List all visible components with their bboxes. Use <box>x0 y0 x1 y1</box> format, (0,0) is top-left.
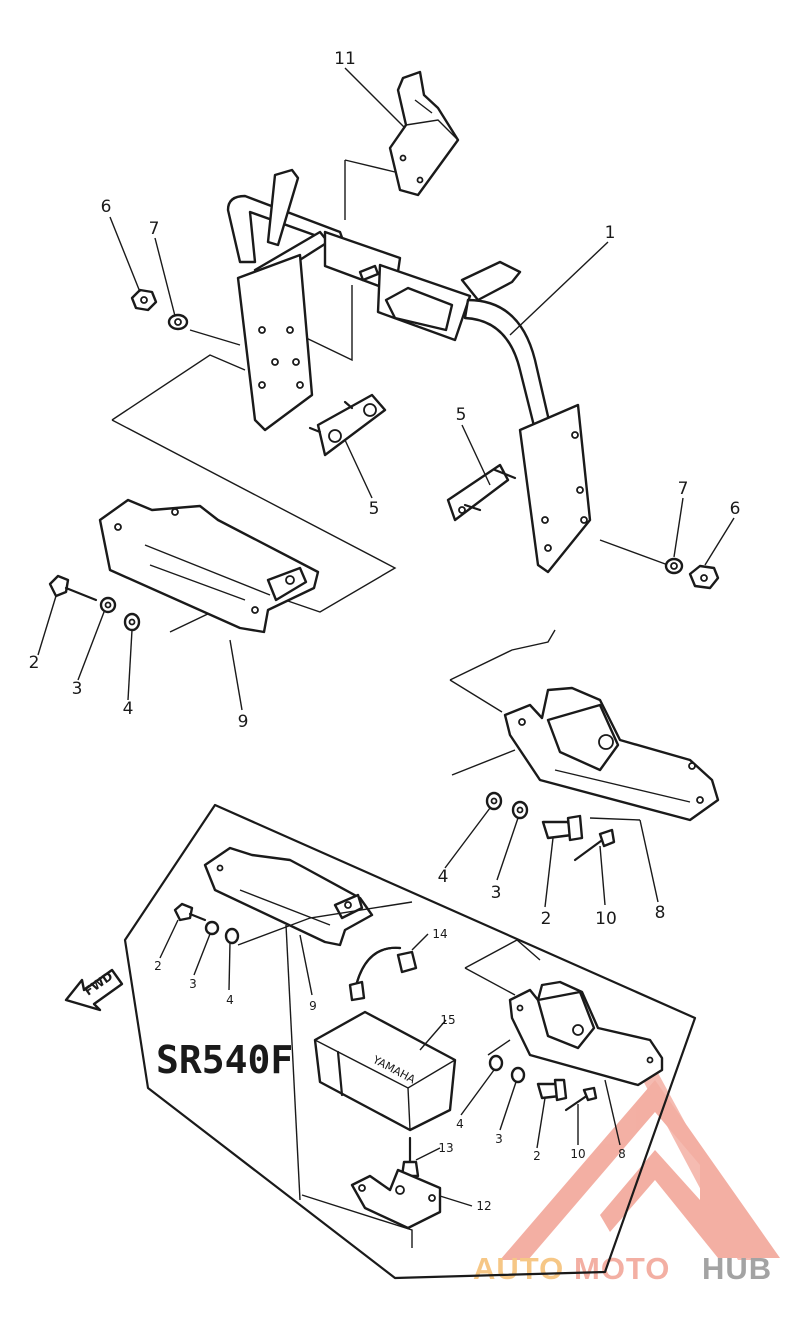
part-4-washer-left <box>123 612 141 632</box>
inset-callout-2-right: 2 <box>533 1149 541 1163</box>
inset-bolt-2-right <box>536 1078 568 1102</box>
part-10-pin-right <box>573 828 616 862</box>
part-2-bolt-left <box>48 574 98 602</box>
watermark-hub: HUB <box>702 1251 772 1286</box>
watermark-auto: AUTO <box>473 1251 564 1286</box>
part-1-frame <box>226 168 592 574</box>
inset-border <box>123 803 697 1280</box>
callout-8-right: 8 <box>655 903 666 923</box>
inset-washer-4-right <box>488 1054 504 1072</box>
callout-5-right: 5 <box>456 405 467 425</box>
part-2-bolt-right <box>541 814 584 842</box>
inset-callout-13: 13 <box>438 1141 453 1155</box>
part-11-bracket <box>388 70 460 197</box>
callout-3-left: 3 <box>72 679 83 699</box>
part-5-left-plate <box>308 393 387 457</box>
callout-2-right: 2 <box>541 909 552 929</box>
inset-washer-3-right <box>510 1066 526 1084</box>
inset-callout-8: 8 <box>618 1147 626 1161</box>
callout-3-right: 3 <box>491 883 502 903</box>
fwd-arrow-icon: FWD <box>64 968 124 1012</box>
callout-5-left: 5 <box>369 499 380 519</box>
part-5-right-plate <box>446 463 517 522</box>
inset-right-bracket <box>508 980 664 1087</box>
callout-11: 11 <box>334 49 356 69</box>
part-3-washer-right <box>511 800 529 820</box>
callout-2-left: 2 <box>29 653 40 673</box>
part-9-left-bracket <box>98 498 320 634</box>
callout-4-right: 4 <box>438 867 449 887</box>
inset-callout-9: 9 <box>309 999 317 1013</box>
inset-callout-4-left: 4 <box>226 993 234 1007</box>
inset-part-13-screw <box>400 1136 420 1178</box>
callout-9-left: 9 <box>238 712 249 732</box>
part-4-washer-right <box>485 791 503 811</box>
part-7-washer-left <box>167 313 189 331</box>
inset-bolt-2 <box>173 902 207 922</box>
part-6-nut-right <box>688 564 720 590</box>
inset-part-12-mount <box>350 1168 442 1230</box>
callout-10-right: 10 <box>595 909 617 929</box>
inset-callout-4-right: 4 <box>456 1117 464 1131</box>
part-7-washer-right <box>664 557 684 575</box>
inset-part-15-battery: YAMAHA <box>313 1010 457 1132</box>
inset-callout-10: 10 <box>570 1147 585 1161</box>
callouts-main: 11 1 6 7 5 5 7 6 2 3 4 9 4 3 2 10 8 <box>29 49 741 929</box>
inset-callout-2-left: 2 <box>154 959 162 973</box>
callout-4-left: 4 <box>123 699 134 719</box>
part-3-washer-left <box>99 596 117 614</box>
callout-7-right: 7 <box>678 479 689 499</box>
inset-guide-lines <box>237 901 541 1248</box>
callout-7-left: 7 <box>149 219 160 239</box>
inset-callout-3-right: 3 <box>495 1132 503 1146</box>
callout-1: 1 <box>605 223 616 243</box>
inset-callout-12: 12 <box>476 1199 491 1213</box>
inset-washer-4 <box>224 927 240 945</box>
watermark-moto: MOTO <box>574 1251 670 1286</box>
callouts-inset: 2 3 4 9 14 15 13 12 4 3 2 10 8 <box>154 927 626 1213</box>
inset-callout-15: 15 <box>440 1013 455 1027</box>
inset-callout-14: 14 <box>432 927 447 941</box>
model-label: SR540F <box>156 1038 293 1082</box>
part-6-nut-left <box>130 288 158 312</box>
callout-6-right: 6 <box>730 499 741 519</box>
callout-6-left: 6 <box>101 197 112 217</box>
inset-washer-3 <box>204 920 220 936</box>
part-8-right-bracket <box>503 686 720 822</box>
inset-callout-3-left: 3 <box>189 977 197 991</box>
inset-part-14-harness <box>348 946 418 1002</box>
callout-leaders <box>37 67 735 1207</box>
inset-pin-10 <box>564 1086 598 1112</box>
